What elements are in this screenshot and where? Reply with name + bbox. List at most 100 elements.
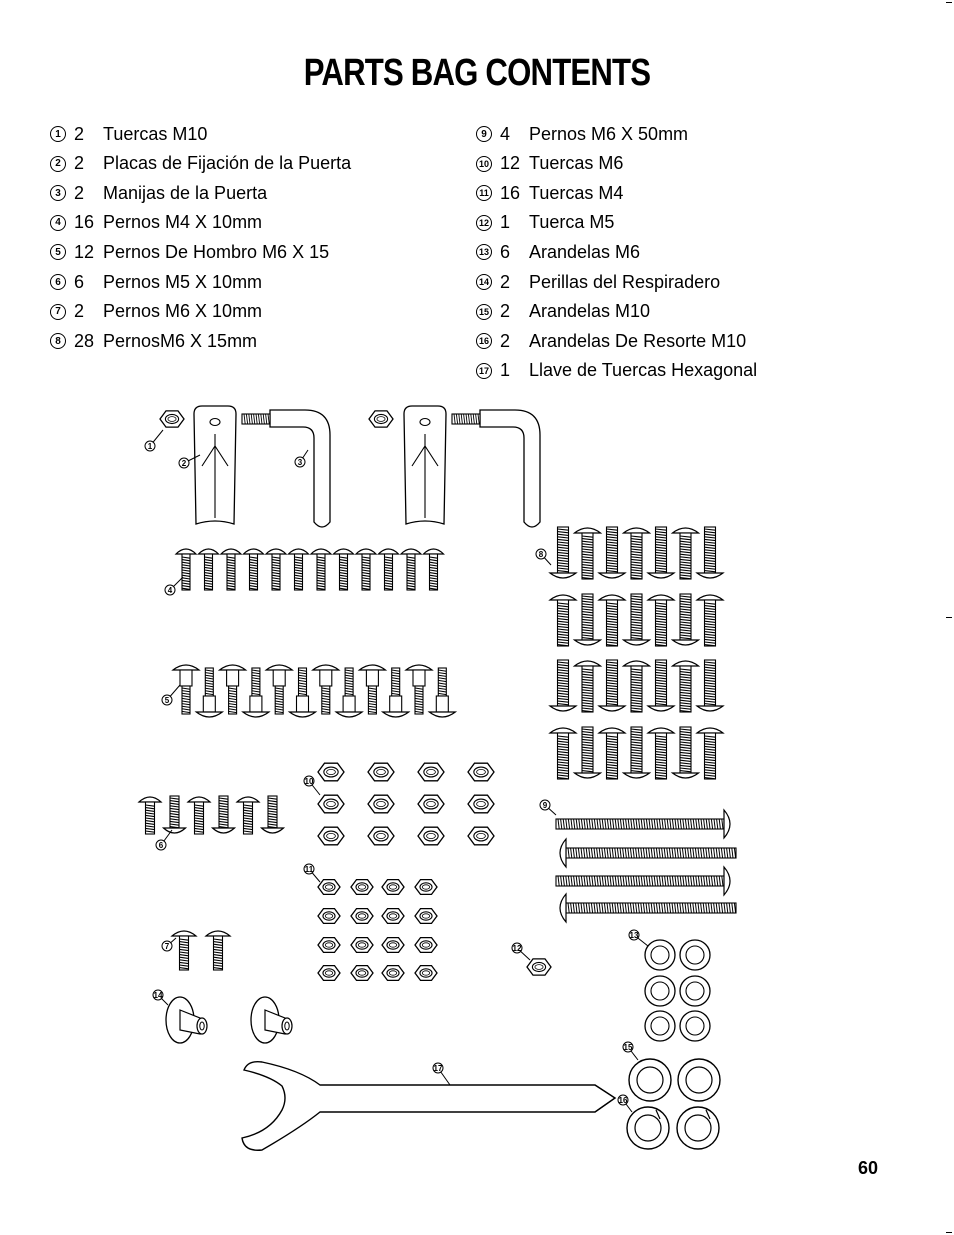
- thread: [271, 556, 281, 559]
- screw-m6x15: [670, 593, 701, 646]
- thread: [581, 686, 594, 689]
- item-description: Tuercas M6: [529, 153, 624, 174]
- screw-m6x15: [670, 726, 701, 779]
- item-quantity: 6: [74, 271, 85, 292]
- thread: [718, 875, 721, 887]
- thread: [679, 574, 692, 577]
- thread: [339, 574, 348, 577]
- thread: [194, 825, 204, 828]
- thread: [653, 902, 656, 914]
- thread: [703, 818, 706, 830]
- nut-outline: [368, 410, 394, 428]
- item-quantity: 2: [500, 330, 511, 351]
- thread: [575, 902, 578, 914]
- thread: [731, 902, 734, 914]
- thread: [606, 735, 618, 738]
- hex-nut-m4: [350, 878, 374, 896]
- thread: [243, 822, 253, 825]
- thread: [384, 559, 393, 562]
- thread: [169, 805, 180, 808]
- vent-knob: [165, 996, 208, 1044]
- thread: [704, 692, 716, 695]
- thread: [321, 710, 330, 714]
- hex-nut-m4: [317, 907, 341, 925]
- thread: [271, 559, 281, 562]
- thread: [181, 561, 191, 564]
- thread: [339, 585, 348, 588]
- thread: [316, 561, 326, 564]
- thread: [429, 585, 438, 588]
- screw-m4: [287, 548, 310, 591]
- thread: [205, 679, 214, 683]
- thread: [655, 774, 667, 777]
- screw-m6x15: [548, 526, 578, 579]
- thread: [599, 875, 602, 887]
- screw-head: [548, 594, 578, 601]
- screw-m4: [197, 548, 220, 591]
- thread: [169, 823, 180, 826]
- thread: [655, 549, 667, 552]
- thread: [181, 703, 191, 706]
- thread: [606, 666, 618, 669]
- thread: [294, 577, 303, 580]
- thread: [406, 569, 416, 572]
- thread: [648, 875, 651, 887]
- thread: [655, 538, 667, 542]
- thread: [609, 847, 612, 859]
- thread: [557, 690, 569, 693]
- screw-m4: [264, 548, 288, 591]
- thread: [627, 902, 630, 914]
- nut-hole: [355, 882, 369, 892]
- screw-head: [695, 572, 725, 579]
- thread: [557, 544, 569, 547]
- thread: [581, 728, 594, 731]
- thread: [458, 413, 461, 425]
- thread: [581, 574, 594, 577]
- screw-m6x15: [572, 726, 603, 779]
- washer-m6: [644, 939, 676, 971]
- thread: [581, 600, 594, 603]
- screw-shank: [428, 553, 439, 591]
- thread: [204, 556, 213, 559]
- hex-nut-m6: [467, 762, 495, 782]
- thread: [689, 847, 692, 859]
- thread: [606, 661, 618, 664]
- thread: [249, 564, 258, 567]
- callout-16: 16: [617, 1094, 633, 1113]
- thread: [606, 743, 618, 746]
- thread: [651, 818, 654, 830]
- thread: [630, 543, 643, 546]
- thread: [656, 875, 659, 887]
- callout-label: 3: [298, 458, 303, 467]
- thread: [655, 567, 667, 570]
- thread: [704, 671, 716, 675]
- washer-m10: [677, 1058, 721, 1102]
- thread: [681, 847, 685, 859]
- thread: [271, 585, 281, 588]
- thread: [586, 875, 589, 887]
- thread: [467, 413, 471, 425]
- thread: [655, 847, 659, 859]
- thread: [557, 764, 569, 767]
- thread: [635, 847, 638, 859]
- screw-m6x15: [695, 526, 725, 579]
- washer-outer: [644, 939, 676, 971]
- thread: [565, 818, 568, 830]
- thread: [438, 685, 447, 688]
- thread: [251, 677, 260, 680]
- thread: [723, 847, 726, 859]
- thread: [226, 577, 236, 580]
- thread: [294, 566, 303, 570]
- thread: [704, 544, 716, 547]
- thread: [704, 618, 716, 621]
- screw-m5: [210, 795, 237, 834]
- thread: [316, 572, 326, 575]
- thread: [708, 818, 711, 830]
- thread: [704, 638, 716, 642]
- thread: [298, 679, 307, 683]
- callout-circle: [303, 775, 315, 787]
- plate-chevron: [201, 444, 229, 467]
- thread: [710, 818, 714, 830]
